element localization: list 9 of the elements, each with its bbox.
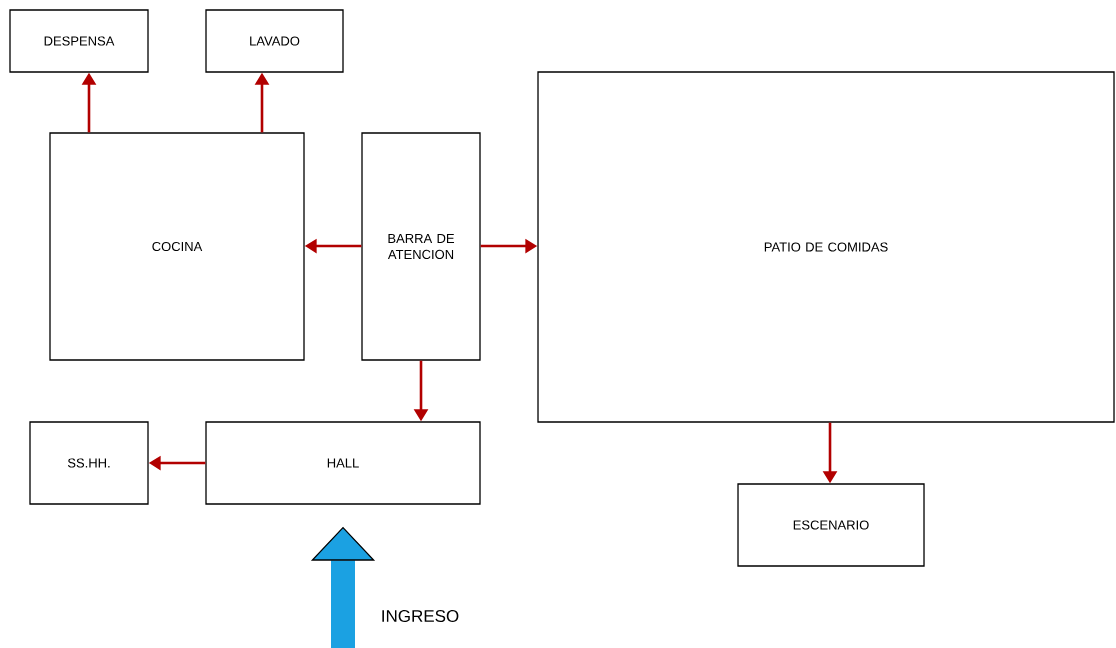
- area-box: ESCENARIO: [737, 483, 925, 567]
- area-box: COCINA: [49, 132, 305, 361]
- area-box: LAVADO: [205, 9, 344, 73]
- area-box: HALL: [205, 421, 481, 505]
- area-box: PATIO DE COMIDAS: [537, 71, 1115, 423]
- area-box: DESPENSA: [9, 9, 149, 73]
- area-box: SS.HH.: [29, 421, 149, 505]
- area-box: BARRA DE ATENCION: [361, 132, 481, 361]
- edge-label: INGRESO: [382, 610, 459, 623]
